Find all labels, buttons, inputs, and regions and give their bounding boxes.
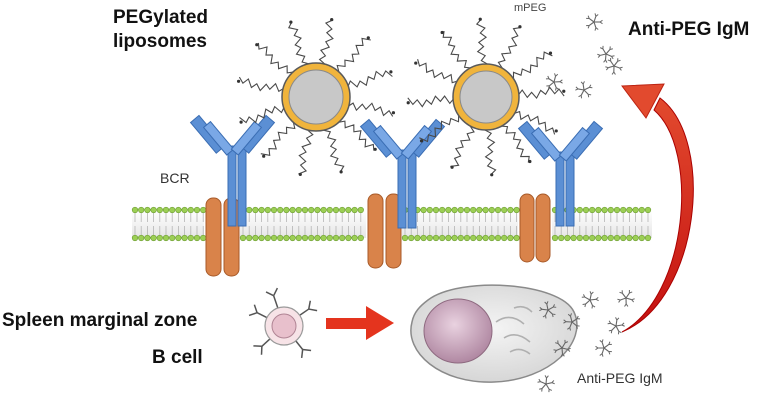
igm-glyph <box>575 81 593 99</box>
igm-glyph <box>595 339 612 357</box>
igm-glyph <box>581 291 599 309</box>
bcr-receptor <box>517 120 604 227</box>
liposome-label-line1: PEGylated <box>113 7 209 28</box>
plasma-cell <box>410 284 578 383</box>
igm-glyph <box>605 58 623 75</box>
secretion-arrow <box>621 83 694 333</box>
peg-chains <box>406 17 566 177</box>
igm-glyph <box>553 339 571 357</box>
peg-chains <box>236 17 396 177</box>
anti-peg-igm-molecules <box>537 13 635 393</box>
mpeg-label: mPEG <box>514 2 547 14</box>
spleen-label-line1: Spleen marginal zone <box>2 310 198 331</box>
anti-peg-igm-title: Anti-PEG IgM <box>628 19 750 40</box>
liposome <box>281 62 351 132</box>
igm-glyph <box>563 313 581 331</box>
liposome <box>452 63 520 131</box>
lipid-bilayer-membrane <box>131 206 652 242</box>
igm-glyph <box>586 13 603 31</box>
liposome-label-line2: liposomes <box>113 31 207 52</box>
igm-glyph <box>539 301 557 319</box>
anti-peg-igm-label: Anti-PEG IgM <box>577 370 663 386</box>
spleen-label-line2: B cell <box>152 347 203 368</box>
igm-glyph <box>607 317 625 335</box>
igm-glyph <box>545 73 563 91</box>
bcr-receptor <box>189 114 276 227</box>
activation-arrow <box>326 306 394 340</box>
spleen-b-cell <box>248 287 318 359</box>
igm-glyph <box>537 375 555 393</box>
membrane-channel <box>367 193 402 269</box>
igm-glyph <box>617 290 635 307</box>
membrane-channel <box>519 193 551 263</box>
igm-glyph <box>597 45 615 63</box>
bcr-label: BCR <box>160 170 190 186</box>
bcr-receptor <box>359 118 446 229</box>
